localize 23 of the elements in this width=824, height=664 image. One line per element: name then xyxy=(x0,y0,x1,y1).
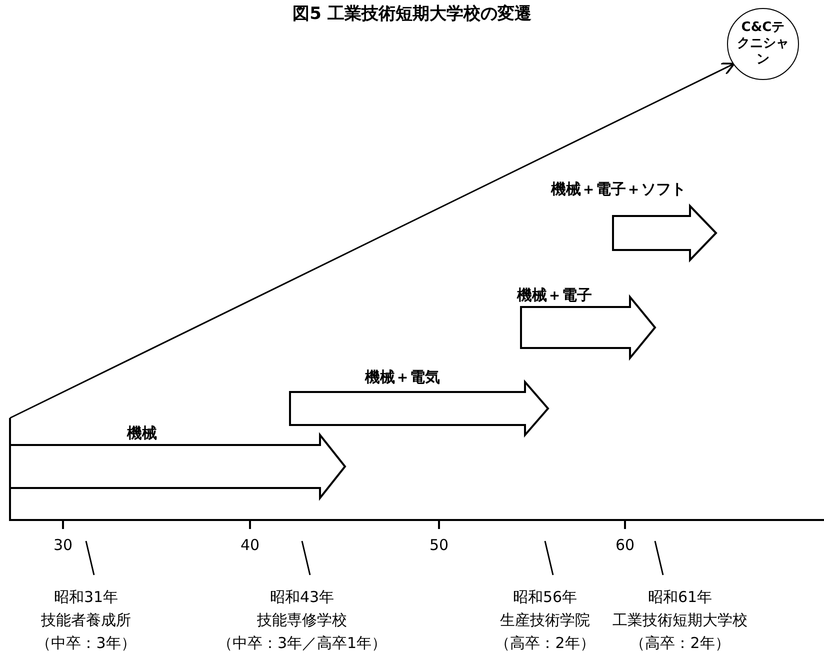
arrow-label: 機械＋電子＋ソフト xyxy=(551,180,686,199)
event-year: 昭和31年 xyxy=(54,588,118,607)
school-name: 生産技術学院 xyxy=(500,611,590,630)
school-name: 技能専修学校 xyxy=(257,611,347,630)
course-note: （高卒：2年） xyxy=(630,634,730,653)
school-name: 工業技術短期大学校 xyxy=(612,611,748,630)
course-note: （中卒：3年／高卒1年） xyxy=(217,634,387,653)
course-note: （中卒：3年） xyxy=(36,634,136,653)
axis-tick-label: 50 xyxy=(429,536,449,554)
event-year: 昭和61年 xyxy=(648,588,712,607)
arrow-label: 機械＋電気 xyxy=(365,368,440,387)
course-note: （高卒：2年） xyxy=(495,634,595,653)
axis-tick-label: 60 xyxy=(615,536,635,554)
event-year: 昭和43年 xyxy=(270,588,334,607)
axis-tick-label: 30 xyxy=(53,536,73,554)
arrow xyxy=(10,62,736,419)
figure-title: 図5 工業技術短期大学校の変遷 xyxy=(292,3,532,25)
arrow-label: 機械 xyxy=(127,424,157,443)
school-name: 技能者養成所 xyxy=(41,611,131,630)
event-year: 昭和56年 xyxy=(512,588,578,607)
arrow-label: 機械＋電子 xyxy=(517,286,592,305)
axis-tick-label: 40 xyxy=(240,536,260,554)
goal-circle: C&Cテクニシャン xyxy=(727,8,799,80)
